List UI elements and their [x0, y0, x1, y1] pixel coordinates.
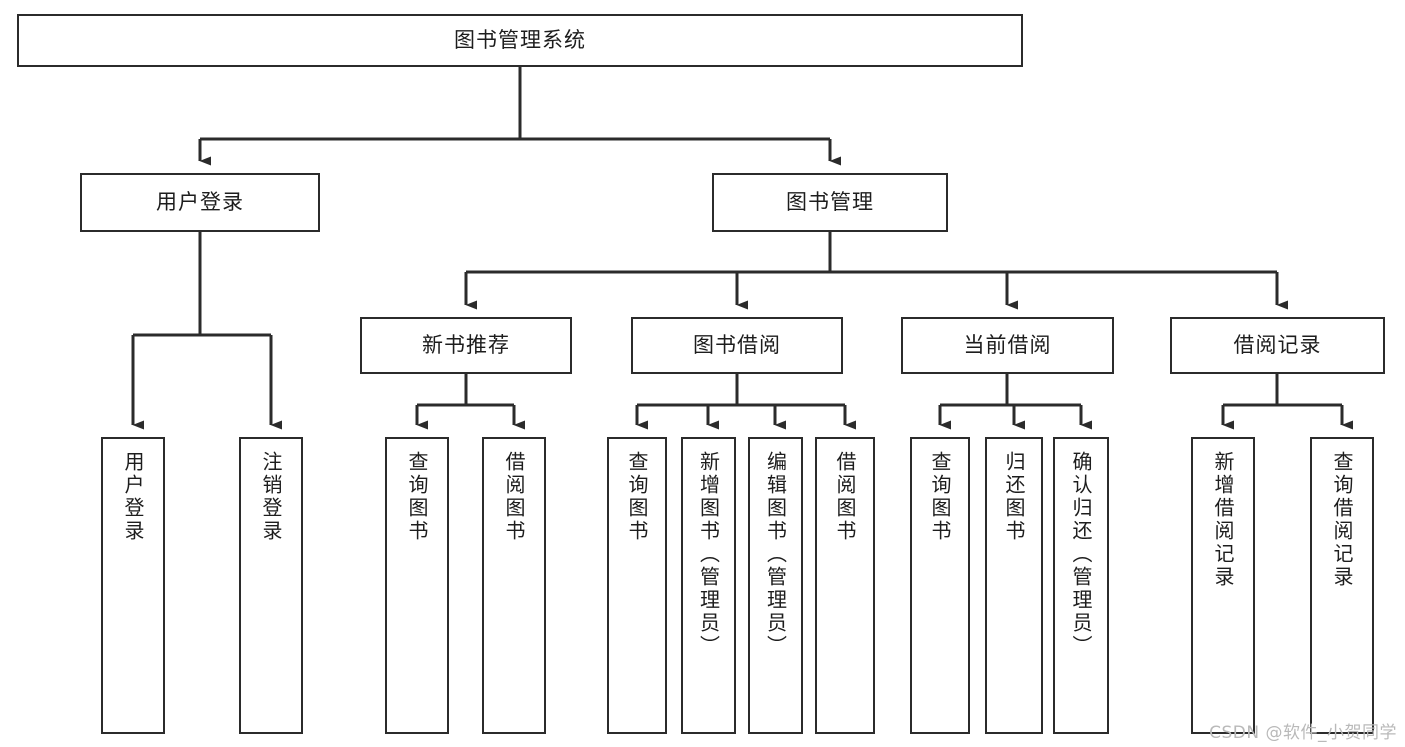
node-leaf-user-login[interactable]: 用户登录	[101, 437, 165, 734]
node-borrow-record-label: 借阅记录	[1233, 333, 1322, 358]
node-leaf-confirm-return-label: 确认归还（管理员）	[1069, 451, 1093, 658]
node-root[interactable]: 图书管理系统	[17, 14, 1023, 67]
node-leaf-query-book-1-label: 查询图书	[405, 451, 429, 543]
node-leaf-user-login-label: 用户登录	[121, 451, 145, 543]
node-user-login[interactable]: 用户登录	[80, 173, 320, 232]
node-leaf-borrow-book-1[interactable]: 借阅图书	[482, 437, 546, 734]
node-user-login-label: 用户登录	[156, 190, 244, 215]
watermark-text: CSDN @软件_小贺同学	[1209, 723, 1397, 743]
node-leaf-user-logout-label: 注销登录	[259, 451, 283, 543]
node-leaf-return-book[interactable]: 归还图书	[985, 437, 1043, 734]
node-leaf-add-book[interactable]: 新增图书（管理员）	[681, 437, 736, 734]
node-current-borrow-label: 当前借阅	[963, 333, 1052, 358]
node-root-label: 图书管理系统	[454, 28, 586, 53]
node-leaf-borrow-book-2-label: 借阅图书	[833, 451, 857, 543]
node-leaf-query-record-label: 查询借阅记录	[1330, 451, 1354, 589]
node-leaf-add-record-label: 新增借阅记录	[1211, 451, 1235, 589]
node-current-borrow[interactable]: 当前借阅	[901, 317, 1114, 374]
node-leaf-query-book-2-label: 查询图书	[625, 451, 649, 543]
node-book-borrow[interactable]: 图书借阅	[631, 317, 843, 374]
node-new-book-recommend-label: 新书推荐	[422, 333, 510, 358]
node-borrow-record[interactable]: 借阅记录	[1170, 317, 1385, 374]
node-book-borrow-label: 图书借阅	[693, 333, 781, 358]
node-leaf-borrow-book-1-label: 借阅图书	[502, 451, 526, 543]
node-leaf-add-record[interactable]: 新增借阅记录	[1191, 437, 1255, 734]
node-leaf-query-book-3-label: 查询图书	[928, 451, 952, 543]
node-leaf-confirm-return[interactable]: 确认归还（管理员）	[1053, 437, 1109, 734]
node-book-manage-label: 图书管理	[786, 190, 874, 215]
node-leaf-query-book-3[interactable]: 查询图书	[910, 437, 970, 734]
node-leaf-edit-book-label: 编辑图书（管理员）	[763, 451, 788, 658]
node-leaf-borrow-book-2[interactable]: 借阅图书	[815, 437, 875, 734]
node-leaf-query-book-2[interactable]: 查询图书	[607, 437, 667, 734]
node-leaf-edit-book[interactable]: 编辑图书（管理员）	[748, 437, 803, 734]
node-leaf-add-book-label: 新增图书（管理员）	[696, 451, 721, 658]
node-new-book-recommend[interactable]: 新书推荐	[360, 317, 572, 374]
node-leaf-return-book-label: 归还图书	[1002, 451, 1026, 543]
node-leaf-query-book-1[interactable]: 查询图书	[385, 437, 449, 734]
node-leaf-query-record[interactable]: 查询借阅记录	[1310, 437, 1374, 734]
node-book-manage[interactable]: 图书管理	[712, 173, 948, 232]
node-leaf-user-logout[interactable]: 注销登录	[239, 437, 303, 734]
